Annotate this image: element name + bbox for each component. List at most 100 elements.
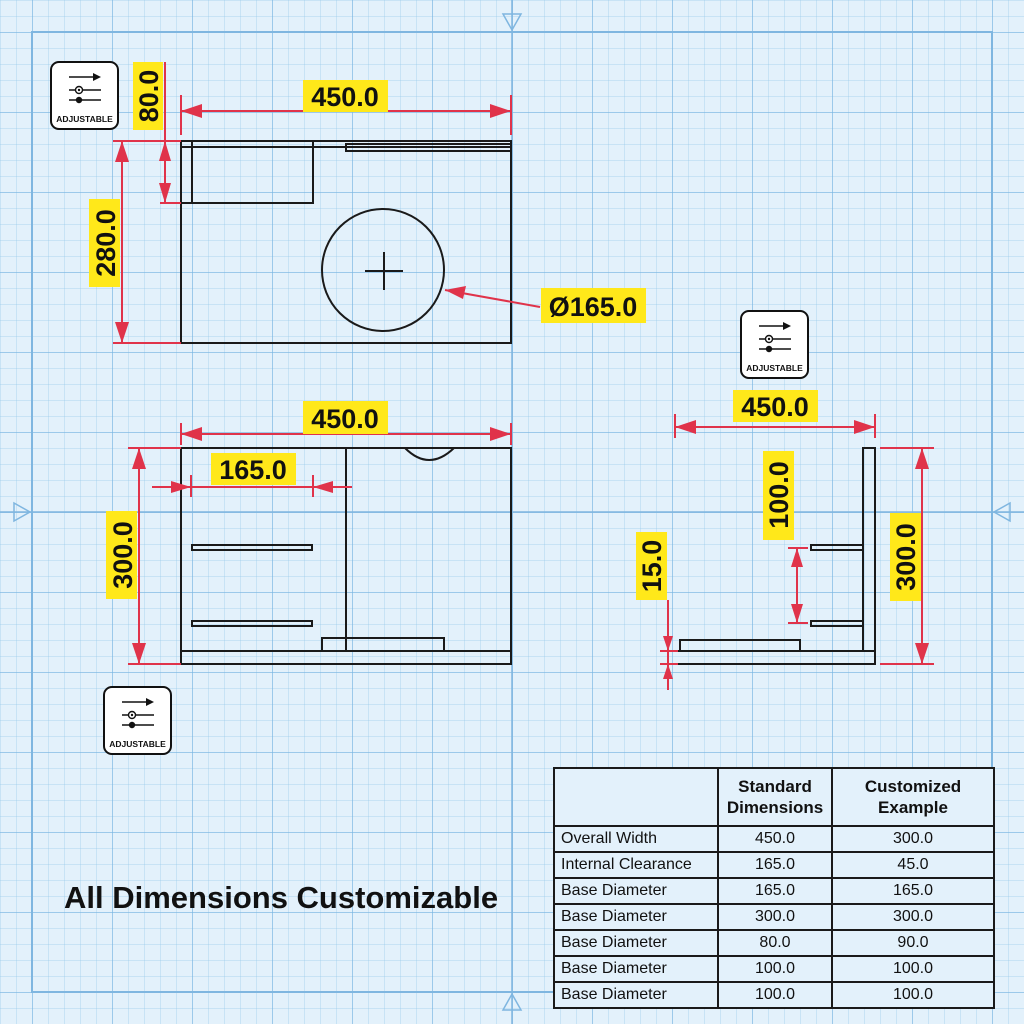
top-inset-label: 80.0 (134, 70, 164, 123)
dim-arrow (115, 141, 129, 162)
dim-label-bg (106, 511, 137, 599)
side-height-label: 300.0 (891, 523, 921, 591)
dim-arrow (915, 643, 929, 664)
row-standard: 100.0 (717, 981, 833, 1009)
row-custom: 100.0 (831, 981, 995, 1009)
table-row: Base Diameter 100.0 100.0 (553, 981, 995, 1009)
dim-label-bg (763, 451, 794, 540)
dim-arrow (490, 104, 511, 118)
side-view-shelf-lower (810, 620, 864, 627)
dim-arrow (159, 141, 171, 161)
dim-arrow (445, 286, 466, 299)
row-label: Internal Clearance (553, 851, 719, 879)
svg-text:ADJUSTABLE: ADJUSTABLE (56, 114, 113, 124)
dim-arrow (313, 481, 333, 493)
dim-label-bg (211, 453, 296, 485)
front-view-shelf-lower (191, 620, 313, 627)
dim-arrow (132, 643, 146, 664)
top-view: 450.0 80.0 280.0 Ø165.0 (89, 62, 646, 344)
top-height-label: 280.0 (91, 209, 121, 277)
front-compartment-label: 165.0 (219, 455, 287, 485)
adjustable-badge-side: ADJUSTABLE (740, 310, 809, 379)
side-width-label: 450.0 (741, 392, 809, 422)
dim-arrow (854, 420, 875, 434)
row-custom: 165.0 (831, 877, 995, 905)
dim-arrow (115, 322, 129, 343)
row-custom: 45.0 (831, 851, 995, 879)
center-mark-right (992, 501, 1011, 523)
dim-label-bg (133, 62, 163, 130)
side-view-foot (679, 639, 801, 652)
table-row: Base Diameter 80.0 90.0 (553, 929, 995, 957)
customizable-caption: All Dimensions Customizable (64, 880, 499, 915)
top-view-inset-block (180, 140, 314, 204)
dim-arrow (490, 427, 511, 441)
row-custom: 300.0 (831, 825, 995, 853)
row-standard: 100.0 (717, 955, 833, 983)
front-view-shelf-upper (191, 544, 313, 551)
top-width-label: 450.0 (311, 82, 379, 112)
dim-arrow (132, 448, 146, 469)
dim-label-bg (89, 199, 120, 287)
row-label: Base Diameter (553, 929, 719, 957)
dim-arrow (181, 104, 202, 118)
table-header-standard: Standard Dimensions (717, 767, 833, 827)
side-view: 450.0 100.0 15.0 300.0 (636, 390, 934, 690)
row-custom: 90.0 (831, 929, 995, 957)
dim-label-bg (303, 80, 388, 112)
row-label: Base Diameter (553, 903, 719, 931)
svg-text:ADJUSTABLE: ADJUSTABLE (746, 363, 803, 373)
center-mark-top (501, 13, 523, 32)
row-standard: 165.0 (717, 851, 833, 879)
dim-arrow (663, 636, 673, 651)
row-custom: 100.0 (831, 955, 995, 983)
dim-arrow (159, 183, 171, 203)
center-mark-left (13, 501, 32, 523)
dim-arrow (791, 604, 803, 623)
dimensions-table: Standard Dimensions Customized Example O… (553, 767, 995, 1009)
side-base-label: 15.0 (637, 540, 667, 593)
row-label: Base Diameter (553, 877, 719, 905)
side-view-shelf-upper (810, 544, 864, 551)
row-standard: 300.0 (717, 903, 833, 931)
hole-diameter-label: Ø165.0 (549, 292, 638, 322)
dim-label-bg (303, 401, 388, 434)
dim-label-bg (890, 513, 921, 601)
row-standard: 165.0 (717, 877, 833, 905)
row-label: Base Diameter (553, 955, 719, 983)
row-custom: 300.0 (831, 903, 995, 931)
dim-arrow (791, 548, 803, 567)
dim-arrow (171, 481, 191, 493)
dim-arrow (675, 420, 696, 434)
dim-label-bg (733, 390, 818, 422)
front-view: 450.0 165.0 300.0 (106, 401, 512, 665)
dim-arrow (915, 448, 929, 469)
dim-label-bg (636, 532, 667, 600)
table-row: Internal Clearance 165.0 45.0 (553, 851, 995, 879)
front-width-label: 450.0 (311, 404, 379, 434)
table-header-custom: Customized Example (831, 767, 995, 827)
front-view-notch (404, 447, 455, 461)
dim-label-bg (541, 288, 646, 323)
table-row: Base Diameter 165.0 165.0 (553, 877, 995, 905)
table-header-row: Standard Dimensions Customized Example (553, 767, 995, 827)
row-label: Base Diameter (553, 981, 719, 1009)
table-row: Base Diameter 100.0 100.0 (553, 955, 995, 983)
side-view-base (667, 650, 876, 665)
top-view-outline (180, 140, 512, 344)
dim-arrow (663, 664, 673, 679)
svg-text:ADJUSTABLE: ADJUSTABLE (109, 739, 166, 749)
dim-arrow (181, 427, 202, 441)
side-view-back-panel (862, 447, 876, 652)
row-standard: 450.0 (717, 825, 833, 853)
table-row: Base Diameter 300.0 300.0 (553, 903, 995, 931)
adjustable-badge-bottom: ADJUSTABLE (103, 686, 172, 755)
row-standard: 80.0 (717, 929, 833, 957)
center-mark-bottom (501, 992, 523, 1011)
adjustable-badge-top: ADJUSTABLE (50, 61, 119, 130)
table-header-label (553, 767, 719, 827)
row-label: Overall Width (553, 825, 719, 853)
top-view-hole (321, 208, 445, 332)
front-view-foot (321, 637, 445, 652)
